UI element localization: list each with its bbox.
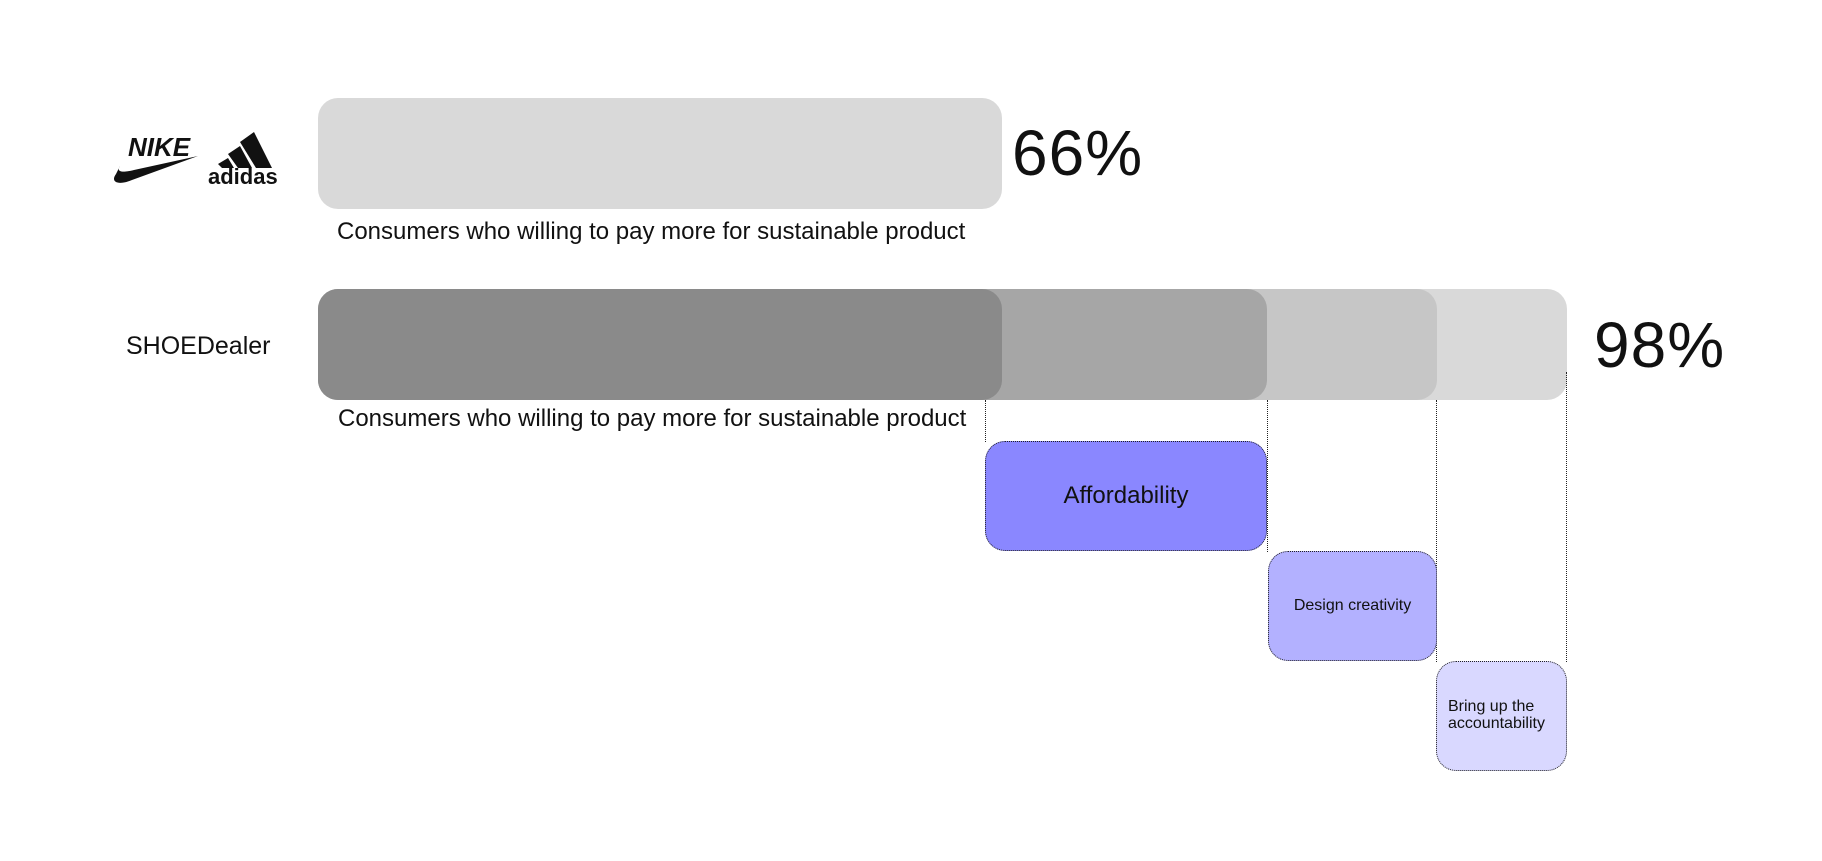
bar-caption: Consumers who willing to pay more for su… <box>338 405 967 432</box>
connector-line <box>985 400 986 442</box>
connector-line <box>1436 400 1437 662</box>
percent-value-66: 66% <box>1012 117 1144 189</box>
factor-design-creativity: Design creativity <box>1268 551 1437 661</box>
percentage-bar-66 <box>318 98 1002 209</box>
segment-base <box>318 289 1002 400</box>
svg-text:NIKE: NIKE <box>128 132 191 162</box>
connector-line <box>1267 400 1268 552</box>
nike-logo: NIKE <box>113 132 198 183</box>
factor-affordability: Affordability <box>985 441 1267 551</box>
factor-accountability: Bring up the accountability <box>1436 661 1567 771</box>
percent-value-98: 98% <box>1594 309 1726 381</box>
factor-accountability-label: Bring up the accountability <box>1448 698 1545 732</box>
bar-caption: Consumers who willing to pay more for su… <box>337 218 966 245</box>
connector-line <box>1566 372 1567 662</box>
shoedealer-label: SHOEDealer <box>126 332 271 360</box>
stacked-bar-98 <box>318 289 1567 400</box>
svg-text:adidas: adidas <box>208 164 278 184</box>
adidas-logo: adidas <box>208 132 278 184</box>
